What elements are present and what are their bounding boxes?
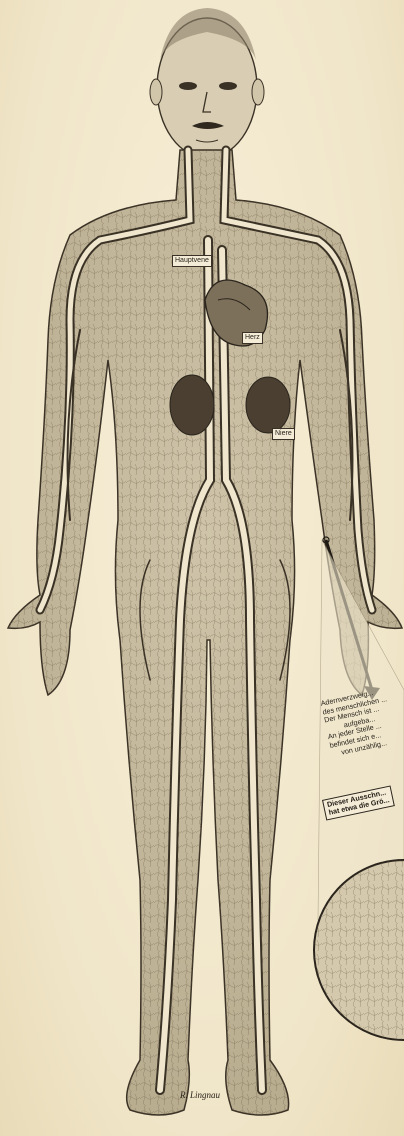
label-vein: Hauptvene xyxy=(172,255,212,267)
label-kidney: Niere xyxy=(272,428,295,440)
head xyxy=(150,8,264,158)
label-heart: Herz xyxy=(242,332,263,344)
artist-signature: R. Lingnau xyxy=(180,1090,220,1100)
